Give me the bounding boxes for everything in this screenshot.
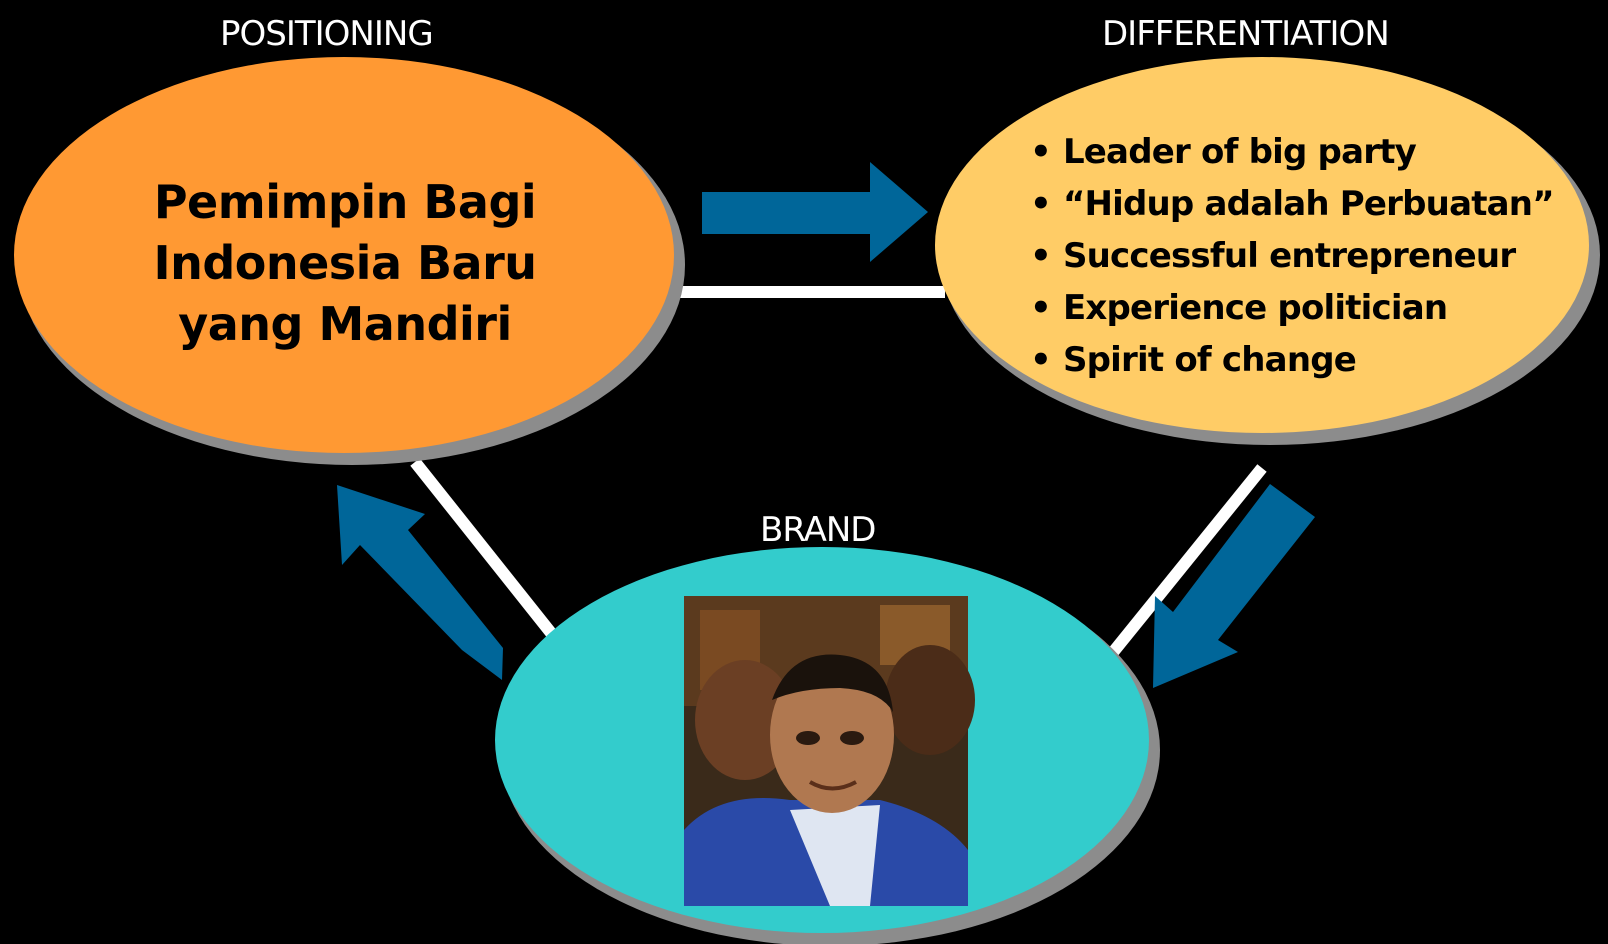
differentiation-item: “Hidup adalah Perbuatan” <box>1030 178 1555 230</box>
positioning-ellipse <box>14 57 674 453</box>
arrow-right <box>702 162 928 262</box>
positioning-line: Indonesia Baru <box>153 236 537 290</box>
differentiation-heading: DIFFERENTIATION <box>1102 14 1390 54</box>
brand-photo-illustration <box>684 596 975 906</box>
positioning-line: Pemimpin Bagi <box>153 175 537 229</box>
differentiation-list: Leader of big party “Hidup adalah Perbua… <box>1030 126 1555 386</box>
arrow-down-left <box>1153 484 1315 688</box>
differentiation-item: Experience politician <box>1030 282 1554 334</box>
arrow-up-left <box>337 485 503 680</box>
connector-positioning-brand <box>410 458 568 652</box>
differentiation-item: Successful entrepreneur <box>1030 230 1554 282</box>
positioning-statement: Pemimpin Bagi Indonesia Baru yang Mandir… <box>95 172 595 355</box>
differentiation-item: Spirit of change <box>1030 334 1554 386</box>
connector-differentiation-brand <box>1105 464 1267 660</box>
brand-heading: BRAND <box>760 510 876 550</box>
positioning-heading: POSITIONING <box>220 14 434 54</box>
differentiation-item: Leader of big party <box>1030 126 1554 178</box>
positioning-line: yang Mandiri <box>178 297 512 351</box>
